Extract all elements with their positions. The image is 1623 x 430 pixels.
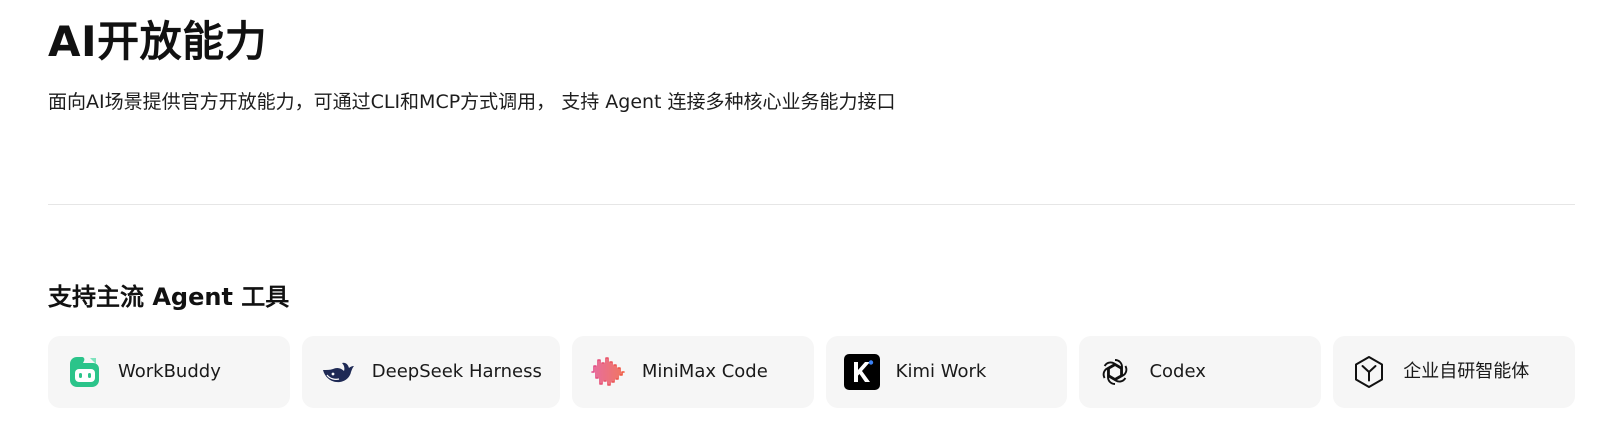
minimax-wave-icon [590, 354, 626, 390]
page-subtitle: 面向AI场景提供官方开放能力，可通过CLI和MCP方式调用， 支持 Agent … [48, 91, 896, 113]
tool-label-workbuddy: WorkBuddy [118, 361, 221, 382]
tool-card-workbuddy[interactable]: WorkBuddy [48, 336, 290, 408]
tool-card-deepseek-harness[interactable]: DeepSeek Harness [301, 336, 560, 408]
tool-card-kimi-work[interactable]: Kimi Work [825, 336, 1068, 408]
tool-label-codex: Codex [1149, 361, 1206, 382]
section-title: 支持主流 Agent 工具 [48, 283, 290, 311]
tool-label-minimax-code: MiniMax Code [641, 361, 768, 382]
hexagon-y-icon [1351, 354, 1387, 390]
agent-tools-list: WorkBuddy DeepSeek Harness [48, 336, 1576, 408]
openai-knot-icon [1097, 354, 1133, 390]
tool-card-codex[interactable]: Codex [1079, 336, 1322, 408]
tool-label-enterprise-agent: 企业自研智能体 [1403, 361, 1530, 382]
tool-label-deepseek-harness: DeepSeek Harness [371, 361, 542, 382]
tool-label-kimi-work: Kimi Work [895, 361, 987, 382]
kimi-k-icon [843, 354, 880, 390]
workbuddy-icon [66, 354, 102, 390]
tool-card-enterprise-agent[interactable]: 企业自研智能体 [1333, 336, 1576, 408]
deepseek-whale-icon [320, 354, 356, 390]
tool-card-minimax-code[interactable]: MiniMax Code [571, 336, 814, 408]
section-divider [48, 204, 1575, 205]
page-title: AI开放能力 [48, 17, 268, 66]
